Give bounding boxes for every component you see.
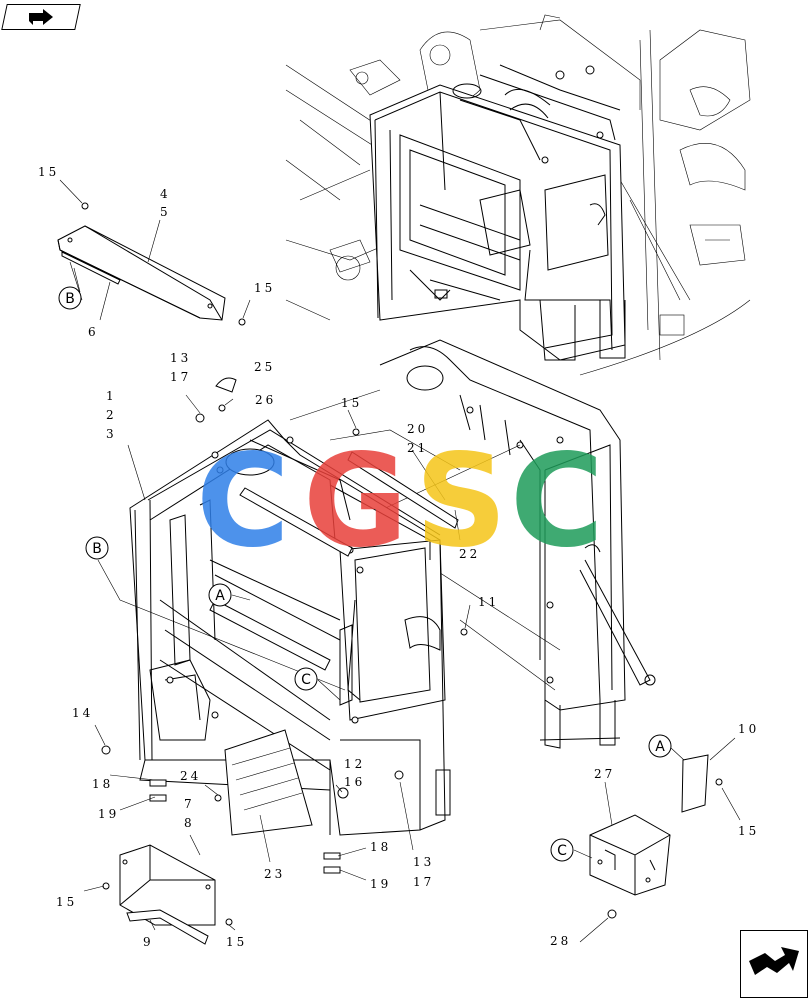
part-number: 15 [56,895,77,909]
watermark-letter: C [196,427,290,576]
part-number: 15 [254,281,275,295]
part-number: 26 [255,393,276,407]
part-number: 15 [738,824,759,838]
part-number: 15 [341,396,362,410]
callout-label: B [92,541,102,557]
watermark-letter: G [303,427,408,576]
part-number: 1 [106,389,117,403]
callout-B-main: B [85,536,109,560]
watermark-letter: S [415,427,507,576]
part-number: 18 [370,840,391,854]
part-number: 25 [254,360,275,374]
part-number: 27 [594,767,615,781]
part-number: 19 [98,807,119,821]
part-number: 11 [478,595,499,609]
callout-A-detail: A [648,734,672,758]
callout-label: C [301,672,311,688]
part-number: 24 [180,769,201,783]
installed-assembly-view [285,14,751,376]
part-number: 15 [38,165,59,179]
part-number: 4 [160,187,171,201]
callout-label: A [655,739,665,755]
callout-label: B [65,291,75,307]
part-number: 17 [413,875,434,889]
arrow-next-icon [749,947,799,975]
part-number: 7 [184,797,195,811]
next-page-button[interactable] [740,930,808,998]
callout-label: C [557,843,567,859]
callout-C-detail: C [550,838,574,862]
part-number: 5 [160,205,171,219]
part-number: 21 [407,441,428,455]
part-number-labels: 15 4 5 15 6 13 17 25 26 1 2 3 15 20 21 2… [38,165,759,949]
part-number: 6 [88,325,99,339]
part-number: 16 [344,775,365,789]
part-number: 3 [106,427,117,441]
watermark-letter: C [510,427,604,576]
part-number: 23 [264,867,285,881]
part-number: 9 [143,935,154,949]
part-number: 15 [226,935,247,949]
callout-A-main: A [208,583,232,607]
part-number: 13 [170,351,191,365]
part-number: 13 [413,855,434,869]
part-number: 10 [738,722,759,736]
main-exploded-assembly [69,261,741,945]
callout-B-upper: B [58,286,82,310]
cgsc-watermark: C G S C [196,427,604,576]
part-number: 20 [407,422,428,436]
part-number: 19 [370,877,391,891]
arrow-prev-icon [29,9,53,25]
part-number: 28 [550,934,571,948]
part-number: 8 [184,816,195,830]
part-number: 14 [72,706,93,720]
part-number: 18 [92,777,113,791]
part-number: 2 [106,408,117,422]
callout-label: A [215,588,225,604]
prev-page-button[interactable] [1,4,81,30]
part-number: 22 [459,547,480,561]
part-number: 17 [170,370,191,384]
bracket-detail-4-5-6 [57,179,251,326]
callout-C-main: C [294,667,318,691]
part-number: 12 [344,757,365,771]
